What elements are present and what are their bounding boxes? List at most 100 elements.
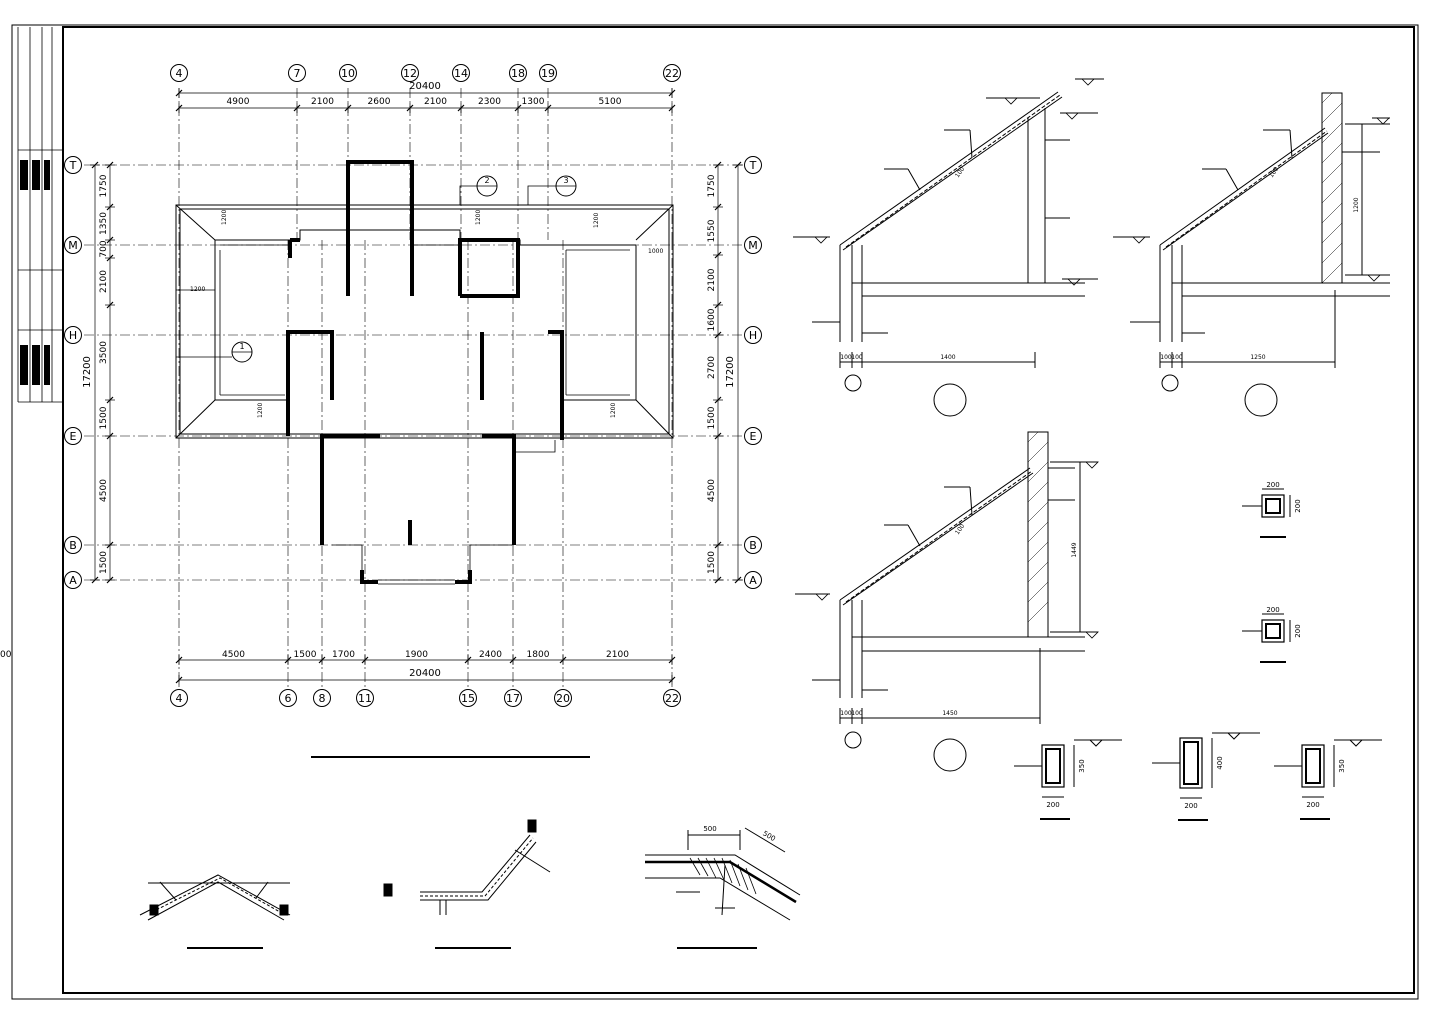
axis-bubble-top-22-label: 22 — [665, 67, 679, 80]
svg-text:1200: 1200 — [190, 286, 205, 293]
partition-lines — [176, 244, 630, 585]
axis-bubble-bottom-6-label: 6 — [285, 692, 292, 705]
right-dim-0: 1750 — [707, 174, 717, 197]
valley-node-detail — [645, 827, 801, 921]
axis-bubble-left-B: B — [64, 536, 82, 554]
svg-text:1200: 1200 — [221, 210, 228, 225]
bottom-total-dim: 20400 — [409, 668, 441, 679]
sec-b-dim-2: 100 — [1171, 354, 1183, 361]
bottom-dim-7: 4500 — [0, 650, 12, 660]
sec-a-dim-3: 1400 — [940, 354, 955, 361]
right-dim-6: 4500 — [707, 479, 717, 502]
right-dim-5: 1500 — [707, 406, 717, 429]
section-marker-2: 2 — [459, 175, 498, 205]
right-dim-1: 1550 — [707, 219, 717, 242]
right-dim-3: 1600 — [707, 308, 717, 331]
sec-c-height: 1449 — [1071, 542, 1078, 557]
left-dim-5: 1500 — [99, 406, 109, 429]
right-total-dim: 17200 — [725, 356, 736, 388]
axis-bubble-top-7: 7 — [288, 64, 306, 82]
axis-bubble-right-T: T — [744, 156, 762, 174]
left-title-strip — [17, 27, 63, 403]
axis-bubble-right-E-label: E — [750, 430, 757, 443]
left-dim-0: 1750 — [99, 174, 109, 197]
top-dim-5: 1300 — [522, 97, 545, 107]
axis-bubble-top-19-label: 19 — [541, 67, 555, 80]
sec-a-slope: 100 — [954, 166, 966, 180]
axis-bubble-left-M: M — [64, 236, 82, 254]
axis-bubble-bottom-8-label: 8 — [319, 692, 326, 705]
roof-section-a — [793, 78, 1104, 417]
top-total-dim: 20400 — [409, 81, 441, 92]
right-dim-7: 1500 — [707, 551, 717, 574]
top-dim-0: 4900 — [227, 97, 250, 107]
axis-bubble-left-H-label: H — [69, 329, 77, 342]
axis-bubble-top-19: 19 — [539, 64, 557, 82]
inner-border — [62, 26, 1415, 994]
bottom-dim-5: 1800 — [527, 650, 550, 660]
axis-bubble-right-A: A — [744, 571, 762, 589]
axis-bubble-bottom-6: 6 — [279, 689, 297, 707]
axis-bubble-right-T-label: T — [749, 159, 757, 172]
sec-c-dim-2: 100 — [851, 710, 863, 717]
column-height-2: 200 — [1294, 624, 1302, 637]
axis-bubble-bottom-17: 17 — [504, 689, 522, 707]
left-dim-6: 4500 — [99, 479, 109, 502]
section-marker-2-label: 2 — [484, 176, 489, 185]
axis-bubble-bottom-4-label: 4 — [176, 692, 183, 705]
axis-bubble-top-7-label: 7 — [294, 67, 301, 80]
section-marker-3: 3 — [527, 175, 577, 205]
title-strip-marks — [20, 160, 50, 385]
sec-c-dim-1: 100 — [840, 710, 852, 717]
axis-bubble-left-M-label: M — [68, 239, 78, 252]
beam-width-3: 200 — [1306, 801, 1319, 809]
sec-b-dim-3: 1250 — [1250, 354, 1265, 361]
axis-bubble-left-T: T — [64, 156, 82, 174]
level-markers — [814, 78, 1390, 639]
left-total-dim: 17200 — [82, 356, 93, 388]
axis-bubble-bottom-15: 15 — [459, 689, 477, 707]
beam-width-2: 200 — [1184, 802, 1197, 810]
right-dim-4: 2700 — [707, 356, 717, 379]
axis-bubble-bottom-22-label: 22 — [665, 692, 679, 705]
axis-bubble-left-B-label: B — [69, 539, 77, 552]
ridge-node-detail — [139, 874, 291, 921]
axis-bubble-bottom-17-label: 17 — [506, 692, 520, 705]
sec-c-dim-3: 1450 — [942, 710, 957, 717]
axis-bubble-top-22: 22 — [663, 64, 681, 82]
axis-bubble-left-T-label: T — [69, 159, 77, 172]
axis-bubble-right-E: E — [744, 427, 762, 445]
node-3-dim-2: 500 — [761, 829, 777, 843]
roof-section-c — [795, 431, 1098, 772]
section-marker-1: 1 — [231, 341, 253, 363]
axis-bubble-top-4: 4 — [170, 64, 188, 82]
sec-a-dim-2: 100 — [851, 354, 863, 361]
axis-bubble-top-18: 18 — [509, 64, 527, 82]
eave-node-detail — [383, 819, 551, 915]
axis-bubble-bottom-4: 4 — [170, 689, 188, 707]
top-dim-1: 2100 — [311, 97, 334, 107]
axis-bubble-right-A-label: A — [749, 574, 757, 587]
bottom-dim-0: 4500 — [222, 650, 245, 660]
svg-text:1000: 1000 — [648, 248, 663, 255]
axis-bubble-left-A-label: A — [69, 574, 77, 587]
left-dim-3: 2100 — [99, 270, 109, 293]
top-dim-4: 2300 — [478, 97, 501, 107]
column-width-2: 200 — [1266, 606, 1279, 614]
bottom-dim-2: 1700 — [332, 650, 355, 660]
right-dim-2: 2100 — [707, 268, 717, 291]
axis-bubble-left-E: E — [64, 427, 82, 445]
bottom-dim-4: 2400 — [479, 650, 502, 660]
axis-bubble-top-18-label: 18 — [511, 67, 525, 80]
axis-bubble-top-4-label: 4 — [176, 67, 183, 80]
svg-text:1200: 1200 — [257, 403, 264, 418]
column-width-1: 200 — [1266, 481, 1279, 489]
svg-text:1200: 1200 — [593, 213, 600, 228]
node-3-dim-1: 500 — [703, 825, 716, 833]
axis-bubble-right-B: B — [744, 536, 762, 554]
